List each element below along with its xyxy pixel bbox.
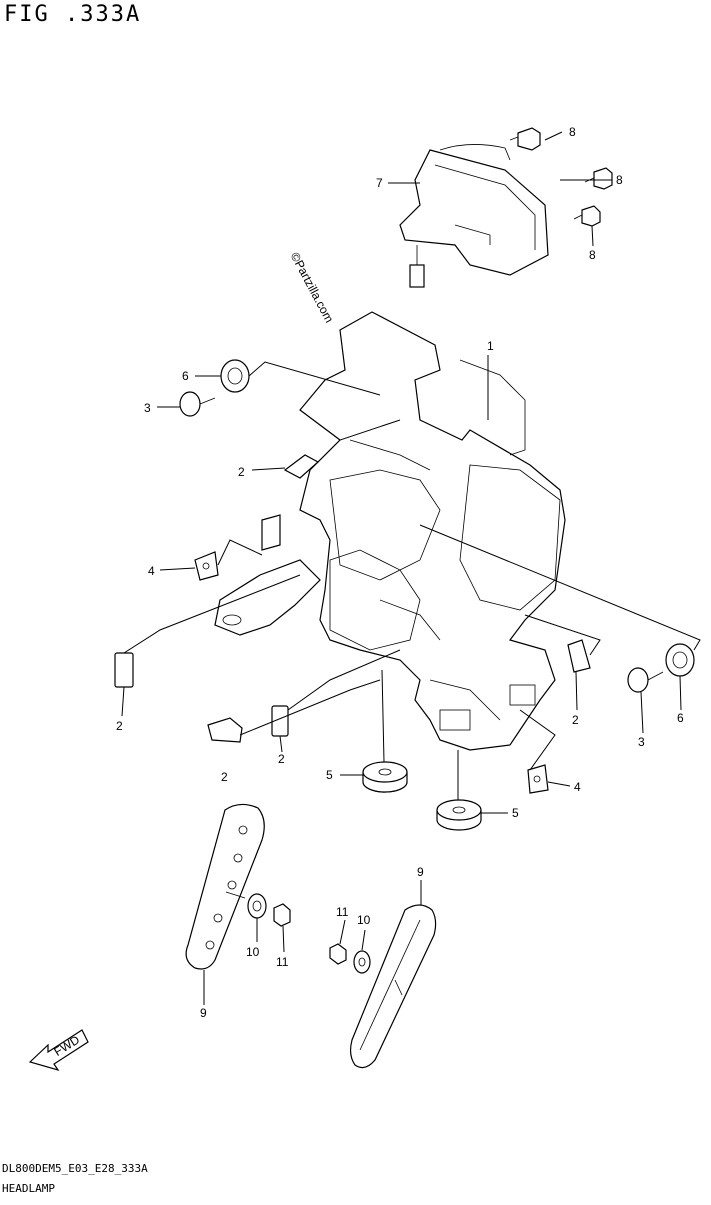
callout-9b: 9: [417, 865, 424, 879]
screw-8-middle: [584, 167, 613, 190]
cushion-2-right: [567, 639, 591, 673]
callout-10a: 10: [246, 945, 260, 959]
plate-9-right: [349, 904, 437, 1069]
clip-4-left: [194, 551, 219, 581]
damper-5-left: [362, 761, 408, 793]
callout-2d: 2: [278, 752, 285, 766]
callout-4a: 4: [148, 564, 155, 578]
forward-direction-icon: FWD: [28, 1029, 89, 1072]
diagram-name: HEADLAMP: [2, 1182, 55, 1195]
nut-11-right: [329, 943, 347, 965]
headlamp-bracket-part: [299, 311, 566, 751]
callout-5a: 5: [326, 768, 333, 782]
grommet-6-right: [665, 643, 695, 677]
bolt-3-right: [627, 667, 664, 693]
callout-3a: 3: [144, 401, 151, 415]
callout-11b: 11: [336, 905, 349, 919]
callout-10b: 10: [357, 913, 371, 927]
callout-4b: 4: [574, 780, 581, 794]
clip-4-right: [527, 764, 549, 794]
callout-8a: 8: [569, 125, 576, 139]
leader-lines: [121, 131, 701, 1005]
callout-3b: 3: [638, 735, 645, 749]
callout-5b: 5: [512, 806, 519, 820]
left-bracket-arm: [214, 514, 321, 636]
callout-2b: 2: [116, 719, 123, 733]
callout-2c: 2: [221, 770, 228, 784]
bolt-3-left: [179, 391, 216, 417]
cushion-2-lower-left: [207, 717, 243, 743]
callout-2a: 2: [238, 465, 245, 479]
callout-8c: 8: [589, 248, 596, 262]
callout-9a: 9: [200, 1006, 207, 1020]
callout-2e: 2: [572, 713, 579, 727]
callout-11a: 11: [276, 955, 289, 969]
headlamp-cover-part: [399, 144, 549, 288]
callout-1: 1: [487, 339, 494, 353]
screw-8-top: [509, 127, 541, 151]
nut-11-left: [273, 903, 291, 927]
grommet-6-left: [220, 359, 250, 393]
callout-8b: 8: [616, 173, 623, 187]
diagram-code: DL800DEM5_E03_E28_333A: [2, 1162, 148, 1175]
washer-10-right: [353, 950, 371, 974]
plate-9-left: [185, 803, 265, 970]
callout-7: 7: [376, 176, 383, 190]
screw-8-lower: [573, 205, 601, 227]
callout-6a: 6: [182, 369, 189, 383]
callout-labels: 1 2 2 2 2 2 3 3 4 4 5 5 6 6 7 8 8 8 9 9 …: [116, 125, 684, 1020]
figure-title: FIG .333A: [4, 2, 142, 27]
damper-5-right: [436, 799, 482, 831]
callout-6b: 6: [677, 711, 684, 725]
washer-10-left: [247, 893, 267, 919]
cushion-2-left: [114, 652, 134, 688]
